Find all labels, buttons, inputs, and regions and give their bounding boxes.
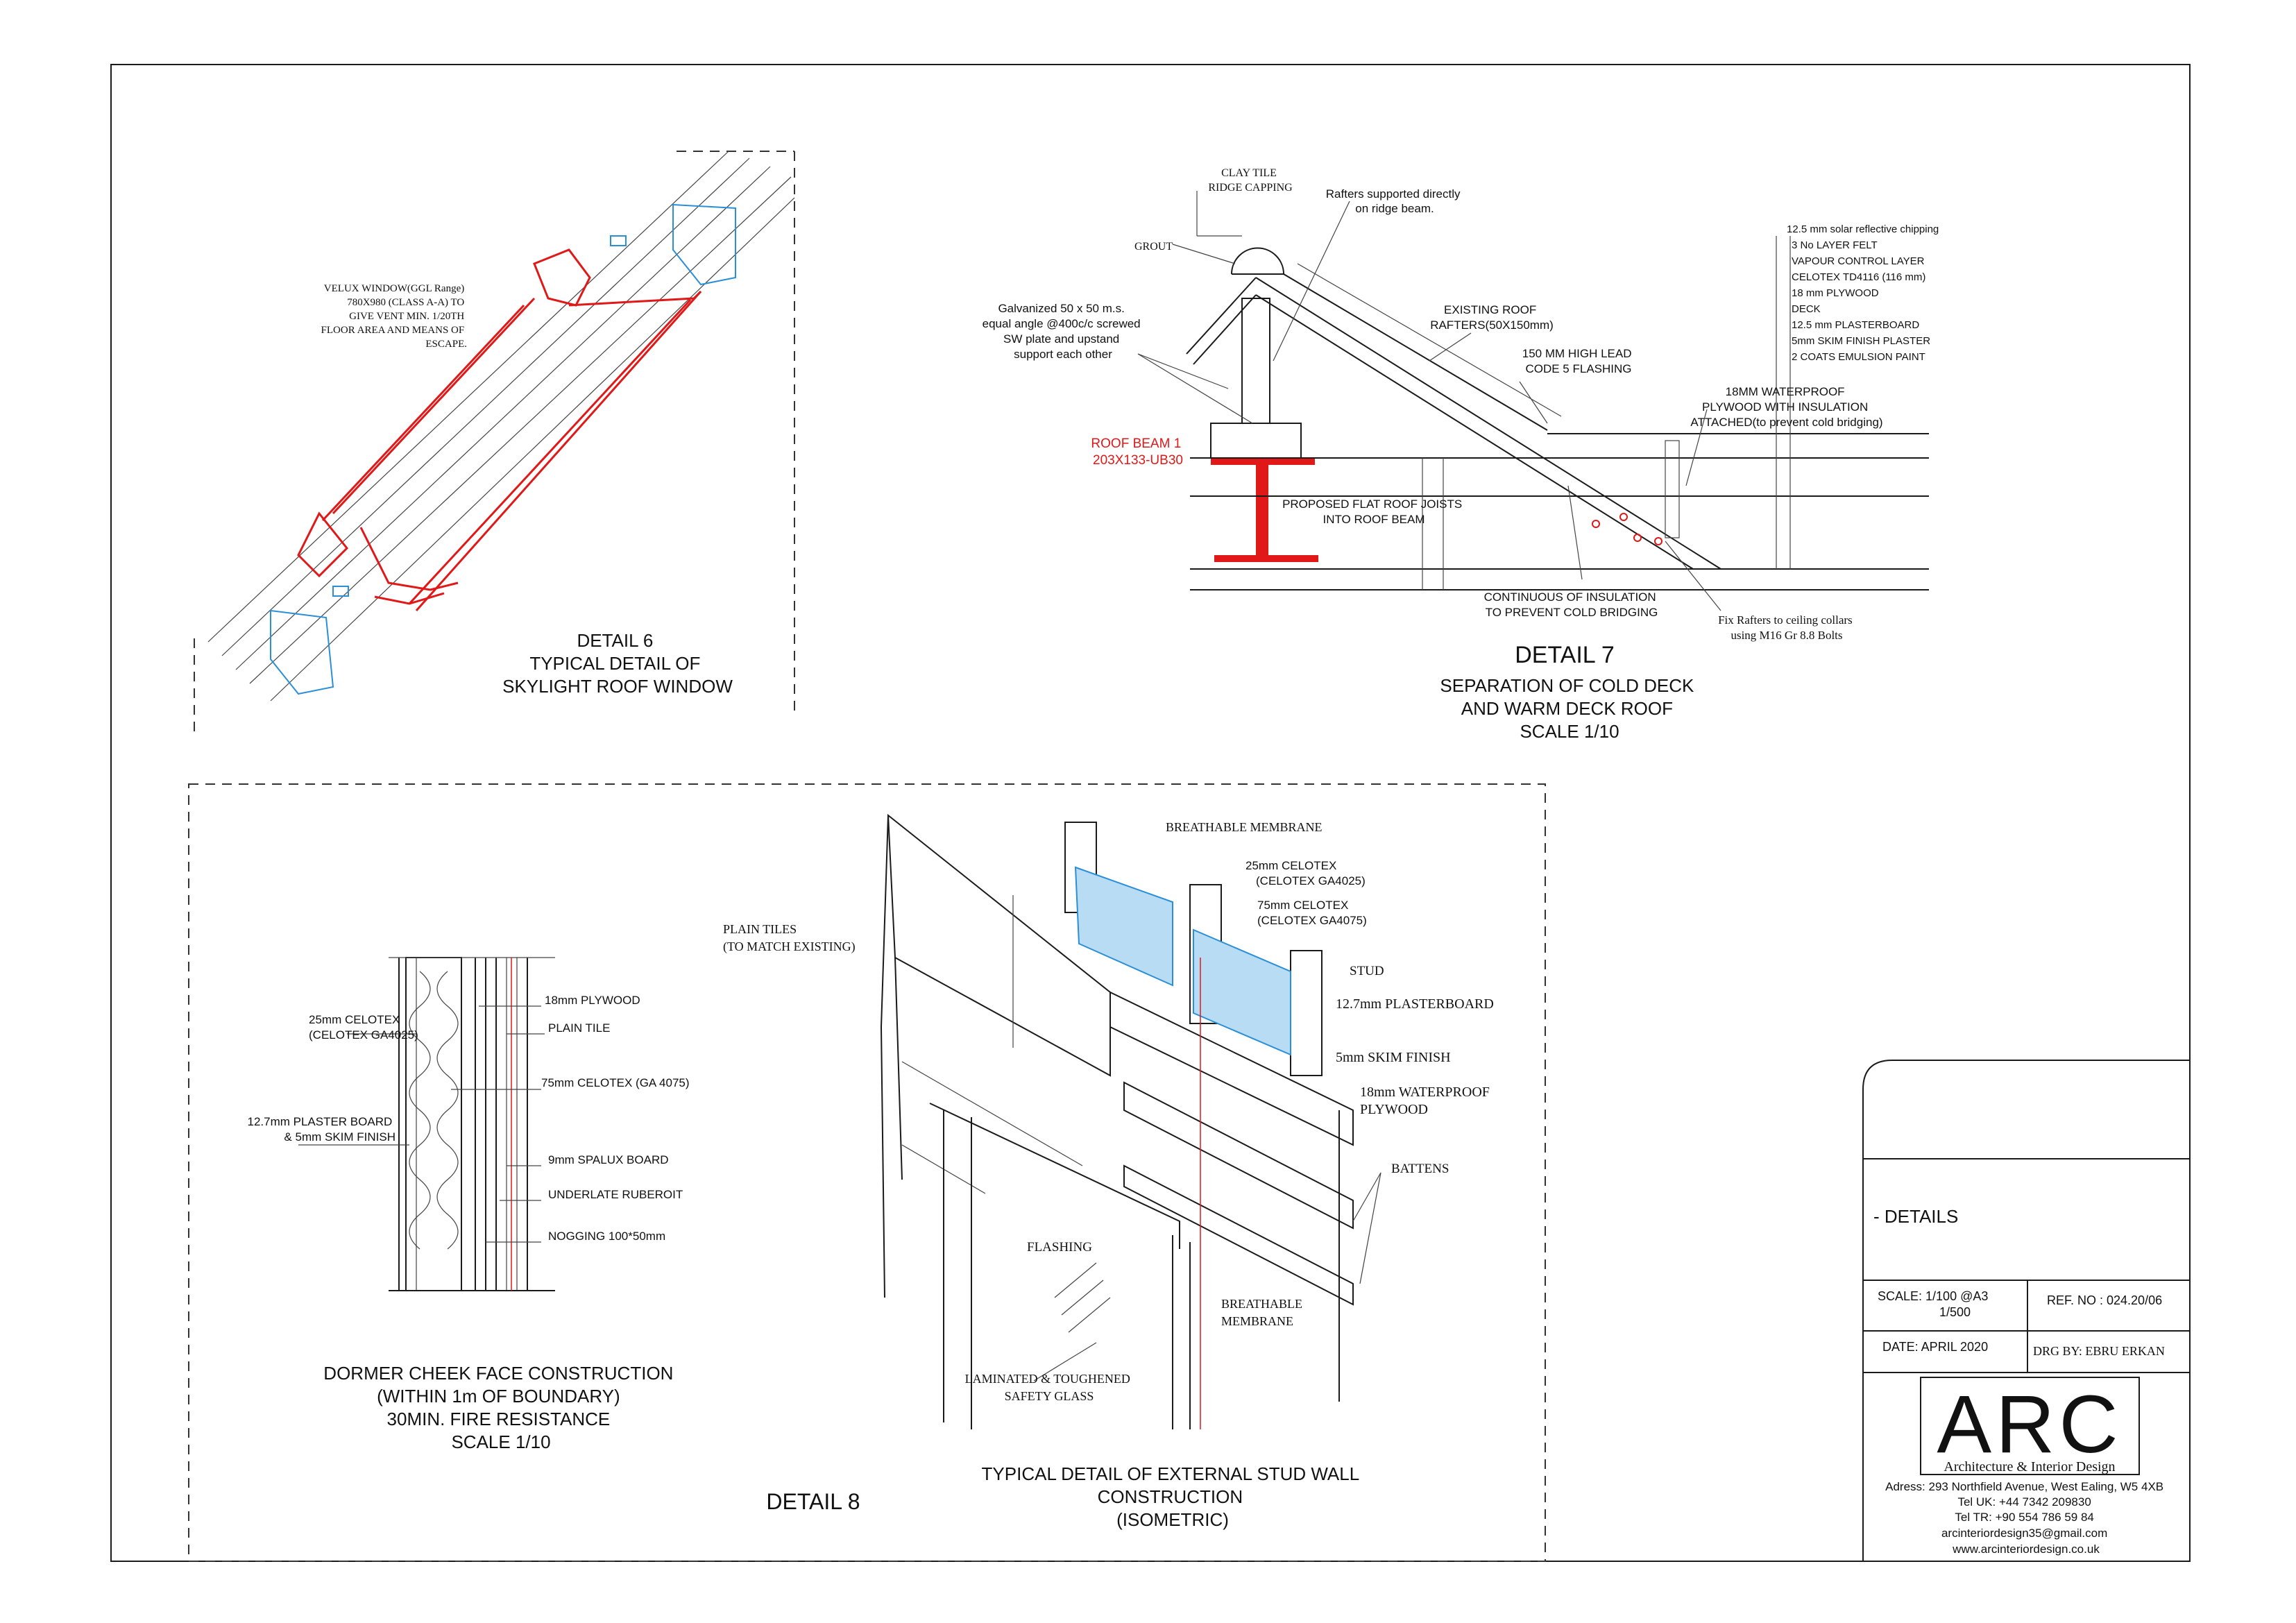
logo-subtitle: Architecture & Interior Design xyxy=(1944,1459,2115,1475)
galvanized-label: Galvanized 50 x 50 m.s. equal angle @400… xyxy=(983,302,1144,361)
iso-celotex75-label: 75mm CELOTEX (CELOTEX GA4075) xyxy=(1257,899,1367,927)
detail-6-skylight xyxy=(194,151,795,736)
waterproof-plywood-label: 18MM WATERPROOF PLYWOOD WITH INSULATION … xyxy=(1690,385,1882,429)
dormer-nogging-label: NOGGING 100*50mm xyxy=(548,1230,665,1243)
dormer-plywood-label: 18mm PLYWOOD xyxy=(545,994,640,1007)
dormer-underlate-label: UNDERLATE RUBEROIT xyxy=(548,1188,683,1201)
iso-celotex25-label: 25mm CELOTEX (CELOTEX GA4025) xyxy=(1245,859,1366,887)
sheet-title: - DETAILS xyxy=(1873,1206,1958,1227)
sheet-border xyxy=(110,64,2191,1562)
detail-7-label: DETAIL 7 xyxy=(1515,642,1615,668)
fix-rafters-label: Fix Rafters to ceiling collars using M16… xyxy=(1718,613,1855,642)
drawn-by: DRG BY: EBRU ERKAN xyxy=(2033,1344,2165,1358)
waterproof-plywood-iso-label: 18mm WATERPROOF PLYWOOD xyxy=(1360,1085,1493,1117)
breathable-membrane-bottom-label: BREATHABLE MEMBRANE xyxy=(1221,1297,1306,1328)
detail-6-title: DETAIL 6 TYPICAL DETAIL OF SKYLIGHT ROOF… xyxy=(502,630,733,697)
arc-logo: ARC xyxy=(1937,1379,2122,1470)
clay-tile-label: CLAY TILE RIDGE CAPPING xyxy=(1208,167,1293,194)
flat-roof-joists-label: PROPOSED FLAT ROOF JOISTS INTO ROOF BEAM xyxy=(1282,498,1465,526)
scale-label: SCALE: 1/100 @A3 xyxy=(1878,1289,1988,1303)
ref-no: REF. NO : 024.20/06 xyxy=(2047,1293,2162,1307)
velux-note: VELUX WINDOW(GGL Range) 780X980 (CLASS A… xyxy=(321,283,467,350)
logo-box xyxy=(1920,1377,2140,1475)
roof-beam-label: ROOF BEAM 1 203X133-UB30 xyxy=(1091,436,1184,468)
breathable-membrane-top-label: BREATHABLE MEMBRANE xyxy=(1166,820,1323,834)
roof-layers-list: 12.5 mm solar reflective chipping 3 No L… xyxy=(1787,223,1941,363)
existing-rafters-label: EXISTING ROOF RAFTERS(50X150mm) xyxy=(1430,303,1554,332)
dormer-plaster-label: 12.7mm PLASTER BOARD & 5mm SKIM FINISH xyxy=(247,1115,396,1144)
safety-glass-label: LAMINATED & TOUGHENED SAFETY GLASS xyxy=(965,1372,1134,1403)
dormer-title: DORMER CHEEK FACE CONSTRUCTION (WITHIN 1… xyxy=(323,1363,678,1452)
dormer-plain-tile-label: PLAIN TILE xyxy=(548,1021,610,1035)
isometric-title: TYPICAL DETAIL OF EXTERNAL STUD WALL CON… xyxy=(982,1463,1364,1530)
battens-label: BATTENS xyxy=(1391,1162,1449,1176)
detail-8-label: DETAIL 8 xyxy=(766,1489,860,1514)
rafters-supported-label: Rafters supported directly on ridge beam… xyxy=(1326,187,1463,215)
dormer-celotex25-label: 25mm CELOTEX (CELOTEX GA4025) xyxy=(309,1013,418,1042)
plasterboard-label: 12.7mm PLASTERBOARD xyxy=(1336,996,1494,1012)
roof-beam-steel xyxy=(1211,458,1318,562)
lead-flashing-label: 150 MM HIGH LEAD CODE 5 FLASHING xyxy=(1522,347,1635,375)
plain-tiles-label: PLAIN TILES (TO MATCH EXISTING) xyxy=(723,922,856,954)
continuous-insulation-label: CONTINUOUS OF INSULATION TO PREVENT COLD… xyxy=(1484,590,1660,619)
detail-7-title: SEPARATION OF COLD DECK AND WARM DECK RO… xyxy=(1440,675,1699,742)
flashing-label: FLASHING xyxy=(1027,1240,1092,1255)
skim-finish-label: 5mm SKIM FINISH xyxy=(1336,1050,1451,1065)
stud-label: STUD xyxy=(1350,964,1384,978)
drawing-date: DATE: APRIL 2020 xyxy=(1882,1340,1988,1354)
scale-secondary: 1/500 xyxy=(1939,1305,1971,1319)
grout-label: GROUT xyxy=(1134,241,1173,253)
isometric-stud-wall xyxy=(880,813,1381,1429)
dormer-celotex75-label: 75mm CELOTEX (GA 4075) xyxy=(541,1076,690,1089)
company-address: Adress: 293 Northfield Avenue, West Eali… xyxy=(1885,1480,2167,1556)
dormer-spalux-label: 9mm SPALUX BOARD xyxy=(548,1153,669,1166)
detail-7-roof-section xyxy=(1137,191,1929,611)
dormer-cheek-section xyxy=(298,957,555,1291)
title-block xyxy=(1862,1060,2190,1561)
